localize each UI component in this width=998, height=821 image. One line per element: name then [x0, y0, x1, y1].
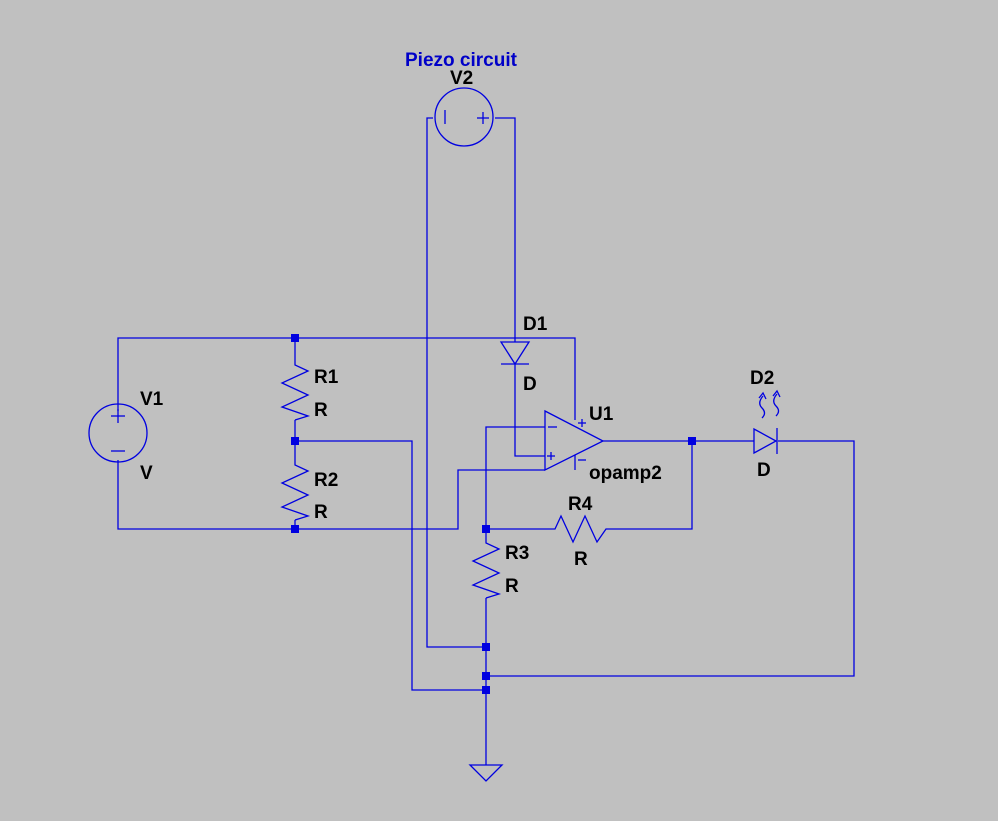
- r2-value-label: R: [314, 502, 328, 523]
- v1-ref-label: V1: [140, 389, 164, 410]
- wire-top-rail: [117, 337, 576, 420]
- r3-value-label: R: [505, 576, 519, 597]
- r1-resistor-icon[interactable]: [280, 360, 311, 421]
- r4-value-label: R: [574, 549, 588, 570]
- v1-value-label: V: [140, 463, 153, 484]
- r2-resistor-icon[interactable]: [280, 460, 311, 521]
- v1-source-circle: [88, 403, 148, 463]
- junction-dot: [482, 525, 490, 533]
- junctions: [291, 334, 696, 694]
- d2-ref-label: D2: [750, 368, 774, 389]
- opamp-triangle-icon: [544, 409, 605, 472]
- d2-led[interactable]: [753, 389, 781, 455]
- junction-dot: [482, 643, 490, 651]
- d2-light-arrow-icon: [758, 391, 767, 419]
- r3-resistor-icon[interactable]: [471, 538, 502, 599]
- r1-ref-label: R1: [314, 367, 339, 388]
- junction-dot: [688, 437, 696, 445]
- r2-ref-label: R2: [314, 470, 338, 491]
- wire-v2-right: [495, 117, 516, 342]
- v1-source[interactable]: [88, 403, 148, 463]
- wire-mid-to-ground: [295, 440, 486, 691]
- d2-led-icon: [753, 427, 778, 455]
- v2-ref-label: V2: [450, 68, 473, 89]
- wire-v2-left: [426, 117, 486, 648]
- ground-icon[interactable]: [468, 764, 504, 782]
- wire-bottom-rail: [117, 460, 545, 530]
- junction-dot: [291, 437, 299, 445]
- d2-value-label: D: [757, 460, 771, 481]
- v2-source-circle: [434, 87, 494, 147]
- wire-d1-to-opamp: [514, 364, 545, 457]
- junction-dot: [482, 672, 490, 680]
- junction-dot: [482, 686, 490, 694]
- r4-resistor-icon[interactable]: [550, 514, 610, 544]
- d1-diode[interactable]: [499, 341, 531, 366]
- d1-ref-label: D1: [523, 314, 548, 335]
- r4-ref-label: R4: [568, 494, 593, 515]
- d1-value-label: D: [523, 374, 537, 395]
- wire-d2-return: [486, 440, 855, 677]
- junction-dot: [291, 334, 299, 342]
- v2-source[interactable]: [434, 87, 494, 147]
- u1-opamp[interactable]: [544, 409, 605, 472]
- labels: Piezo circuit V2 V1 V R1 R R2 R R3 R R4 …: [140, 50, 774, 597]
- d2-light-arrow-icon: [772, 389, 781, 417]
- u1-ref-label: U1: [589, 404, 614, 425]
- schematic-title: Piezo circuit: [405, 50, 518, 71]
- wire-r4-right: [610, 441, 693, 530]
- r1-value-label: R: [314, 400, 328, 421]
- d1-diode-icon: [499, 341, 531, 366]
- wire-inv-input: [485, 426, 545, 529]
- u1-value-label: opamp2: [589, 463, 662, 484]
- r3-ref-label: R3: [505, 543, 529, 564]
- wires: [117, 117, 855, 765]
- junction-dot: [291, 525, 299, 533]
